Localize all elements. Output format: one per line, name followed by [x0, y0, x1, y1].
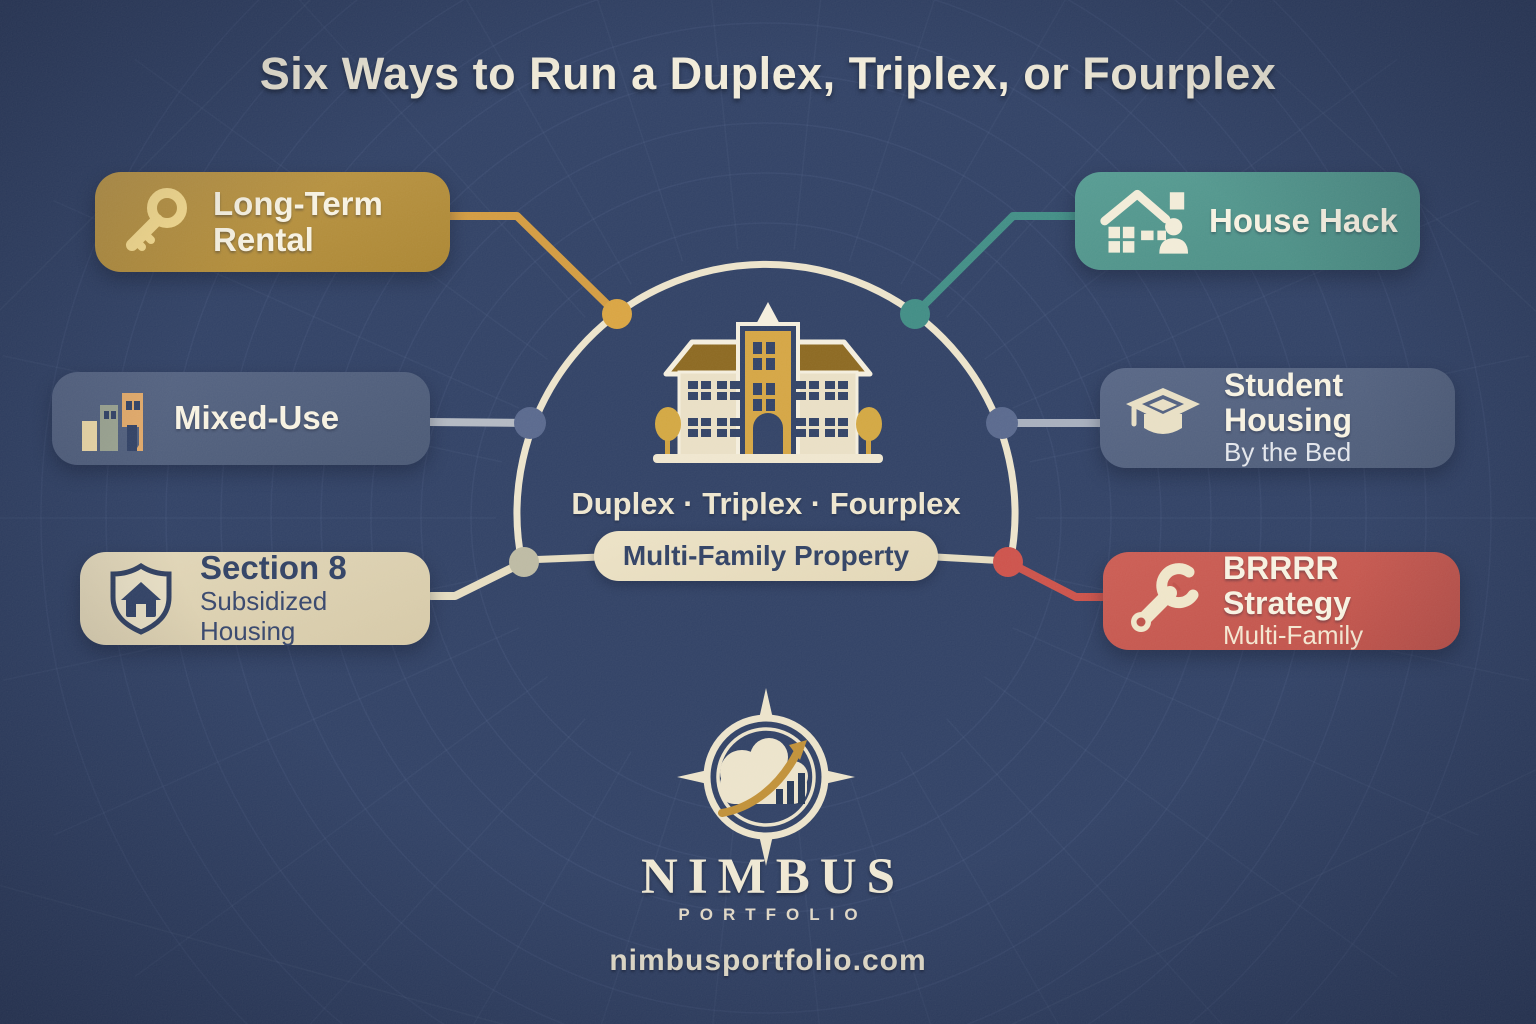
dot-section-8 — [509, 547, 539, 577]
dot-house-hack — [900, 299, 930, 329]
brand-subtitle: PORTFOLIO — [678, 905, 868, 924]
connector-long-term-rental — [446, 212, 621, 318]
dot-brrrr — [993, 547, 1023, 577]
strategy-label: Section 8 Subsidized Housing — [200, 549, 347, 646]
connector-section-8 — [427, 558, 528, 600]
connector-house-hack — [911, 212, 1086, 318]
wrench-icon — [1131, 563, 1199, 632]
key-icon — [126, 188, 187, 251]
tree-icon — [655, 407, 882, 455]
dot-student-housing — [986, 407, 1018, 439]
strategy-label: BRRRR Strategy Multi-Family — [1223, 549, 1364, 651]
strategy-box-brrrr: BRRRR Strategy Multi-Family — [1103, 549, 1460, 651]
page-title: Six Ways to Run a Duplex, Triplex, or Fo… — [259, 48, 1277, 99]
buildings-icon — [82, 392, 143, 451]
multi-family-pill: Multi-Family Property — [594, 531, 938, 581]
strategy-box-long-term-rental: Long-Term Rental — [95, 172, 450, 272]
apartment-building-icon — [653, 302, 883, 463]
strategy-box-student-housing: Student Housing By the Bed — [1100, 366, 1455, 468]
dot-mixed-use — [514, 407, 546, 439]
dot-long-term-rental — [602, 299, 632, 329]
strategy-box-section-8: Section 8 Subsidized Housing — [80, 549, 430, 646]
connector-pill-right — [932, 553, 1012, 565]
strategy-box-mixed-use: Mixed-Use — [52, 372, 430, 465]
strategy-label: Student Housing By the Bed — [1224, 366, 1352, 468]
graduation-cap-icon — [1126, 388, 1200, 434]
house-person-icon — [1100, 189, 1189, 254]
website-url: nimbusportfolio.com — [609, 944, 927, 977]
connector-mixed-use — [426, 418, 534, 427]
shield-house-icon — [110, 562, 172, 635]
connector-pill-left — [520, 553, 604, 564]
compass-cloud-growth-icon — [677, 688, 855, 866]
building-caption: Duplex · Triplex · Fourplex — [571, 486, 961, 521]
strategy-box-house-hack: House Hack — [1075, 172, 1420, 270]
connector-brrrr — [1004, 558, 1112, 601]
strategy-label: House Hack — [1209, 201, 1398, 239]
strategy-label: Mixed-Use — [174, 399, 340, 437]
brand-name: NIMBUS — [640, 849, 906, 905]
strategy-label: Long-Term Rental — [213, 184, 383, 258]
